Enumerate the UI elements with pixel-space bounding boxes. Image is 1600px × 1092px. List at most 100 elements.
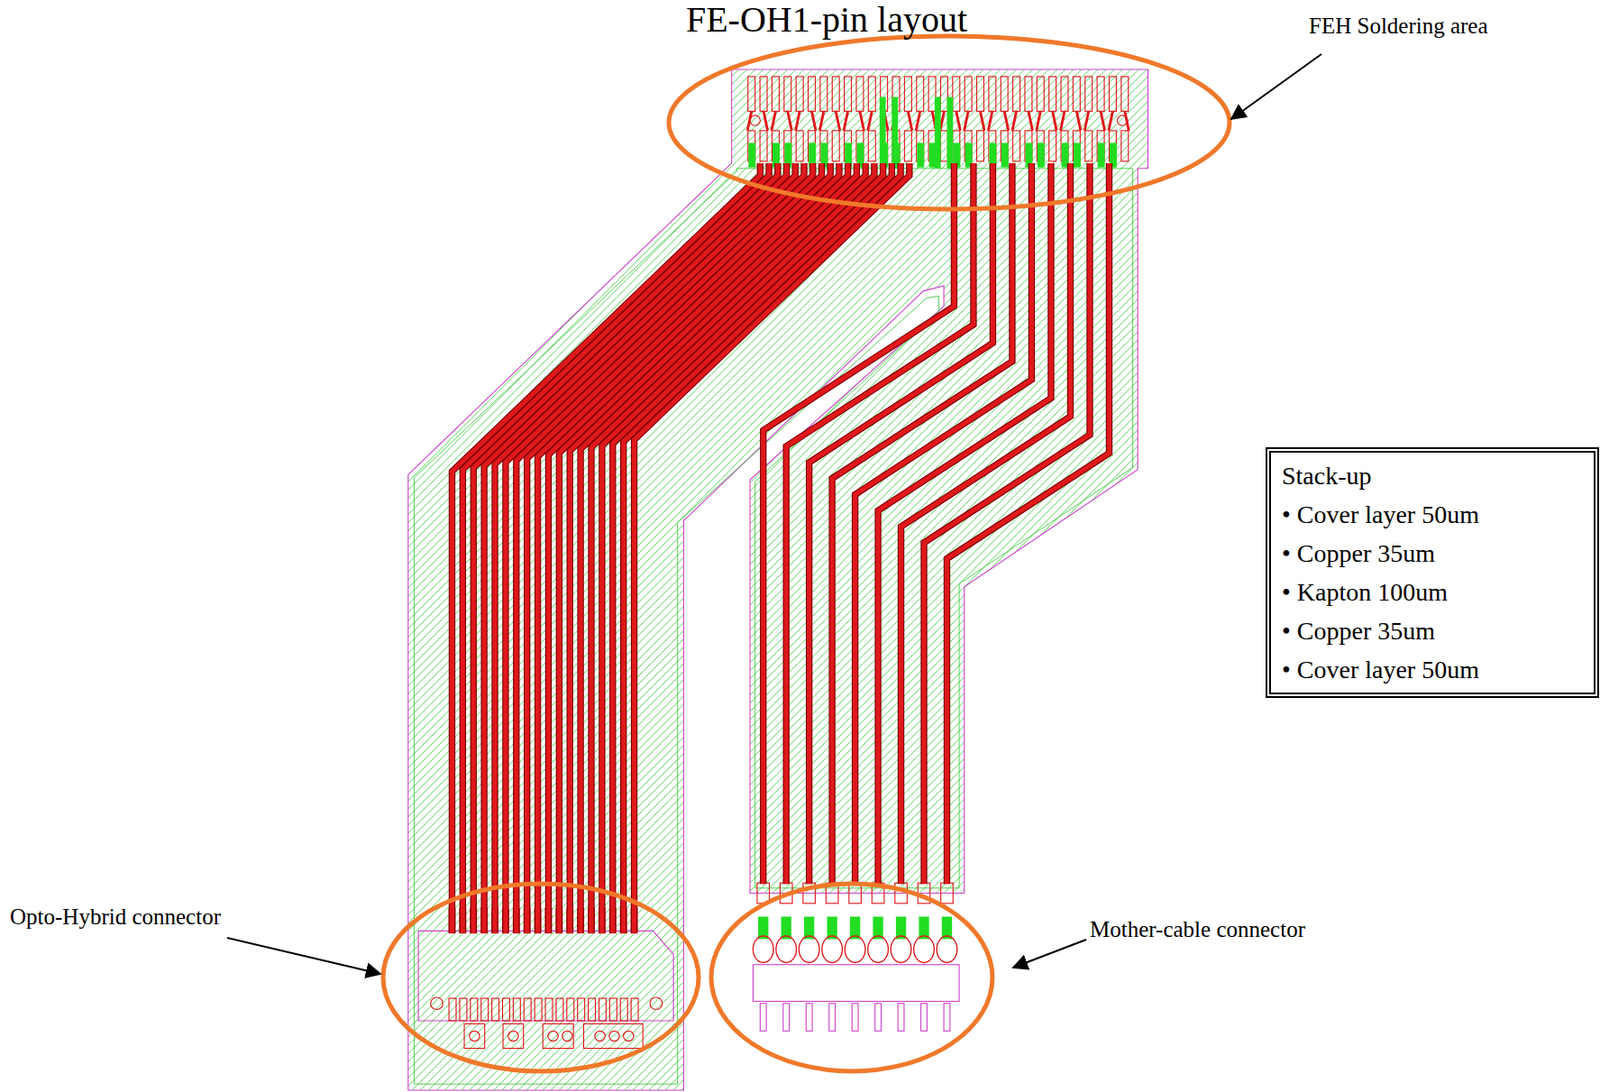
- solder-pad: [784, 76, 792, 111]
- connector-pin: [805, 1003, 813, 1032]
- trace-edge: [946, 163, 1109, 884]
- ground-pad: [1097, 142, 1106, 167]
- pad-link: [819, 110, 824, 131]
- solder-pad: [1024, 76, 1033, 111]
- alignment-hole: [749, 115, 760, 126]
- ground-trace: [934, 97, 942, 169]
- connector-pad: [598, 997, 606, 1021]
- solder-pad: [1085, 76, 1093, 111]
- mount-hole: [469, 1030, 480, 1041]
- solder-pad: [1000, 76, 1008, 111]
- solder-pad: [844, 76, 852, 111]
- pad-link: [1004, 110, 1009, 131]
- ground-trace: [946, 97, 953, 169]
- mount-hole: [548, 1030, 558, 1041]
- callout-label: Mother-cable connector: [1089, 916, 1306, 942]
- stack-layer: • Copper 35um: [1281, 533, 1583, 573]
- ground-trace: [879, 97, 887, 169]
- solder-pad: [856, 76, 864, 111]
- pad-link: [835, 110, 841, 131]
- trace-edge: [634, 163, 910, 933]
- connector-pad: [545, 997, 553, 1021]
- solder-pad: [928, 76, 936, 111]
- solder-pad: [940, 130, 948, 162]
- pad-link: [868, 110, 873, 131]
- pad-link: [1084, 110, 1089, 131]
- solder-pad: [868, 76, 876, 111]
- solder-pad: [916, 76, 924, 111]
- pad-link: [1108, 110, 1114, 131]
- solder-pad: [868, 130, 876, 162]
- connector-outline: [418, 930, 674, 1021]
- connector-body: [752, 964, 960, 1002]
- solder-pad: [832, 130, 840, 162]
- connector-pad: [470, 997, 478, 1021]
- ground-pad: [748, 142, 756, 167]
- solder-pad: [904, 76, 912, 111]
- mount-pad: [502, 1023, 524, 1048]
- pin-pad: [798, 935, 820, 962]
- connector-pad: [459, 997, 467, 1021]
- stackup-box: Stack-up• Cover layer 50um• Copper 35um•…: [1265, 447, 1600, 698]
- solder-pad: [748, 76, 756, 111]
- callout-label: FEH Soldering area: [1308, 13, 1489, 39]
- trace-edge: [602, 163, 884, 933]
- pad-link: [980, 110, 986, 131]
- connector-pad: [523, 997, 531, 1021]
- pad-link: [1100, 110, 1106, 131]
- signal-trace: [946, 163, 1109, 884]
- solder-pad: [820, 76, 828, 111]
- ground-trace: [891, 97, 898, 169]
- solder-pad: [1060, 76, 1069, 111]
- trace-edge: [612, 163, 893, 933]
- mount-pad: [584, 1023, 644, 1048]
- pin-pad: [752, 935, 774, 962]
- pad-link: [843, 110, 849, 131]
- connector-pin: [921, 1003, 928, 1032]
- pad-link: [1124, 110, 1130, 131]
- solder-pad: [759, 76, 768, 111]
- solder-pad: [1108, 76, 1116, 111]
- connector-pad: [502, 997, 511, 1021]
- connector-pin: [851, 1003, 859, 1032]
- pad-link: [795, 110, 801, 131]
- connector-pad: [577, 997, 586, 1021]
- mount-pad: [464, 1023, 485, 1048]
- connector-pad: [588, 997, 596, 1021]
- callout-ellipses: [383, 36, 1230, 1071]
- ground-pad: [916, 142, 924, 167]
- solder-pad: [771, 76, 779, 111]
- pin-pad: [936, 935, 958, 962]
- connector-pad: [941, 882, 954, 904]
- solder-pad: [1121, 130, 1129, 162]
- pad-link: [787, 110, 793, 131]
- pad-link: [812, 110, 817, 131]
- solder-pad: [832, 76, 840, 111]
- solder-pad: [1097, 76, 1105, 111]
- ground-pad: [1037, 142, 1045, 167]
- connector-pad: [556, 997, 564, 1021]
- pin-pad: [776, 935, 797, 962]
- connector-pin: [783, 1003, 790, 1032]
- connector-pad: [620, 997, 628, 1021]
- mount-hole: [609, 1030, 620, 1041]
- pad-link: [1076, 110, 1081, 131]
- pad-link: [1036, 110, 1042, 131]
- board-outline: [408, 69, 1149, 1090]
- pad-link: [956, 110, 961, 131]
- solder-pad: [1049, 130, 1057, 162]
- pad-link: [907, 110, 913, 131]
- box-heading: Stack-up: [1281, 456, 1583, 495]
- solder-pad: [808, 76, 816, 111]
- solder-pad: [1013, 130, 1021, 162]
- ground-pad: [1073, 142, 1081, 167]
- mount-hole: [430, 996, 444, 1010]
- stack-layer: • Copper 35um: [1281, 611, 1583, 650]
- solder-pad: [759, 130, 768, 162]
- connector-pin: [943, 1003, 951, 1032]
- callout-label: Opto-Hybrid connector: [9, 904, 221, 930]
- connector-pad: [895, 882, 908, 904]
- pin-pad: [868, 935, 889, 962]
- solder-pad: [1049, 76, 1057, 111]
- solder-pad: [940, 76, 948, 111]
